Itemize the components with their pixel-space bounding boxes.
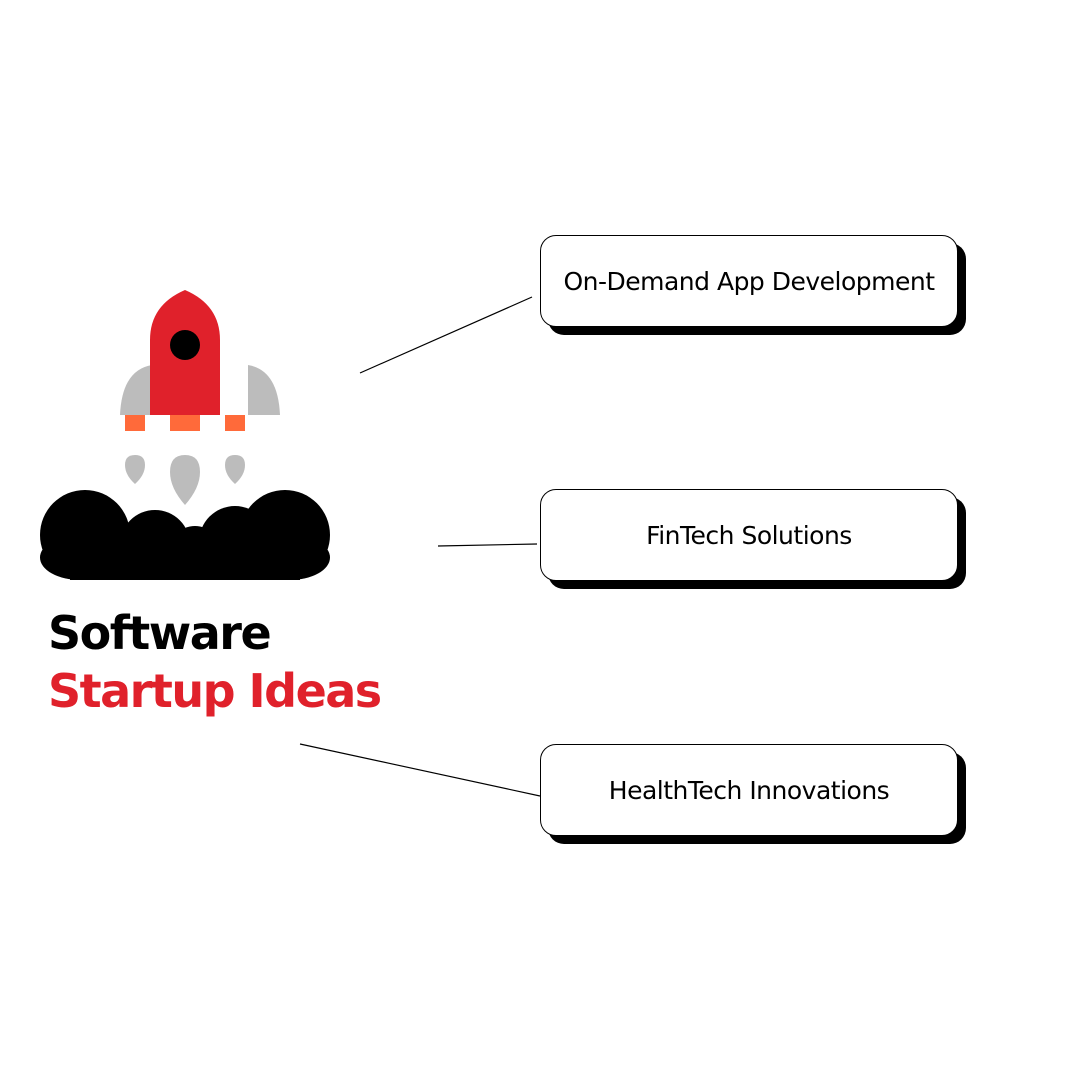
exhaust-drop-right <box>225 455 245 484</box>
exhaust-drop-left <box>125 455 145 484</box>
connector-line-3 <box>299 743 541 797</box>
flame-left <box>125 415 145 431</box>
idea-card-1: On-Demand App Development <box>540 235 966 335</box>
title-line-1: Software <box>48 606 272 660</box>
rocket-window <box>170 330 200 360</box>
left-wing-shape <box>120 365 152 415</box>
connector-line-2 <box>437 543 538 547</box>
smoke-cloud <box>40 490 330 580</box>
idea-card-2: FinTech Solutions <box>540 489 966 589</box>
idea-label: HealthTech Innovations <box>540 744 958 836</box>
right-wing-shape <box>248 365 280 415</box>
exhaust-drop-center <box>170 455 200 505</box>
idea-label: On-Demand App Development <box>540 235 958 327</box>
idea-card-3: HealthTech Innovations <box>540 744 966 844</box>
flame-center <box>170 415 200 431</box>
flame-right <box>225 415 245 431</box>
connector-line-1 <box>359 296 533 374</box>
idea-label: FinTech Solutions <box>540 489 958 581</box>
title-line-2: Startup Ideas <box>48 664 382 718</box>
rocket-launch-icon <box>40 290 330 580</box>
